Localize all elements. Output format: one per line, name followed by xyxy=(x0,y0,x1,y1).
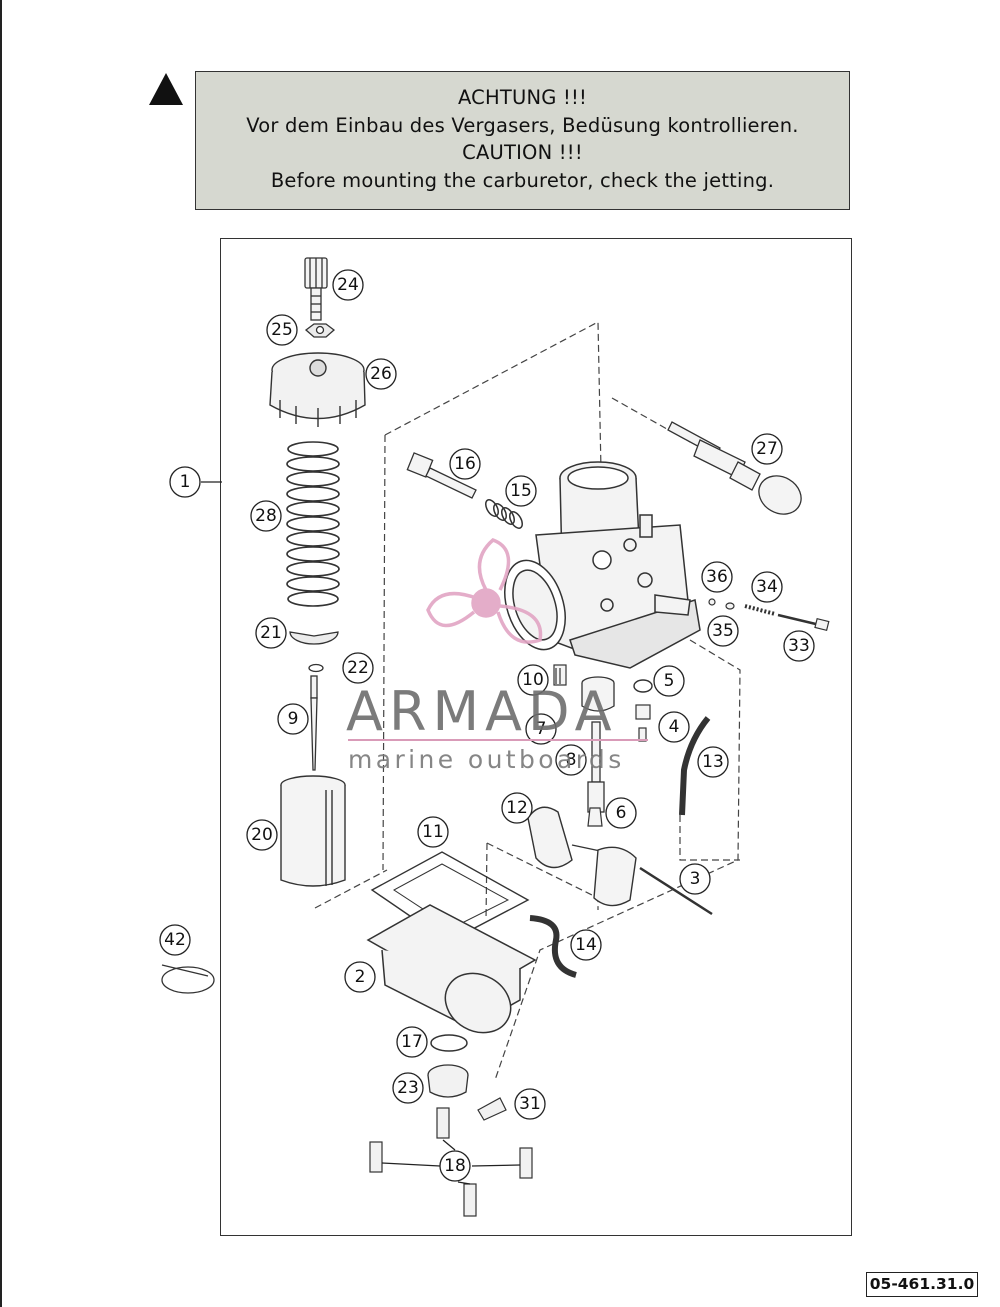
float-part xyxy=(527,806,637,907)
overflow-hose-part xyxy=(529,915,577,978)
callout-label: 1 xyxy=(180,472,191,492)
drain-plug-part xyxy=(427,1064,469,1098)
callout-label: 26 xyxy=(370,364,392,384)
reference-number: 05-461.31.0 xyxy=(866,1272,978,1297)
hose-bracket-part xyxy=(477,1097,507,1121)
jet-needle-part xyxy=(310,675,318,771)
warning-line-3: CAUTION !!! xyxy=(462,141,583,164)
callout-label: 8 xyxy=(566,750,577,770)
warning-line-4: Before mounting the carburetor, check th… xyxy=(270,168,775,192)
vent-hose-part xyxy=(679,716,711,816)
needle-jet-holder-part xyxy=(581,676,615,712)
callout-label: 21 xyxy=(260,623,282,643)
warning-box: ACHTUNG !!! Vor dem Einbau des Vergasers… xyxy=(195,71,850,210)
adjuster-screw-part xyxy=(304,257,328,321)
callout-label: 12 xyxy=(506,798,528,818)
throttle-spring-part xyxy=(286,441,340,607)
callout-label: 27 xyxy=(756,439,778,459)
warning-line-1: ACHTUNG !!! xyxy=(457,86,587,109)
callout-label: 23 xyxy=(397,1078,419,1098)
callout-label: 31 xyxy=(519,1094,541,1114)
warning-triangle-icon xyxy=(149,73,183,105)
callout-label: 6 xyxy=(616,803,627,823)
callout-label: 22 xyxy=(347,658,369,678)
main-jet-part xyxy=(587,807,603,827)
callout-label: 2 xyxy=(355,967,366,987)
callout-label: 25 xyxy=(271,320,293,340)
watermark-title: ARMADA xyxy=(346,680,618,743)
screw-leader-lines xyxy=(381,1139,521,1185)
page-edge-rule xyxy=(0,0,2,1307)
callout-label: 9 xyxy=(288,709,299,729)
callout-label: 20 xyxy=(251,825,273,845)
callout-label: 17 xyxy=(401,1032,423,1052)
needle-jet-part xyxy=(587,721,605,813)
choke-plunger-part xyxy=(667,421,802,515)
callout-label: 15 xyxy=(510,481,532,501)
float-bowl-part xyxy=(366,904,537,1034)
lock-nut-part xyxy=(304,323,336,338)
o-ring-part xyxy=(633,679,653,693)
callout-label: 3 xyxy=(690,869,701,889)
callout-label: 7 xyxy=(536,719,547,739)
callout-label: 4 xyxy=(669,717,680,737)
warning-line-2: Vor dem Einbau des Vergasers, Bedüsung k… xyxy=(246,113,799,137)
armada-logo-mark xyxy=(426,537,543,644)
callout-label: 35 xyxy=(712,621,734,641)
callout-label: 16 xyxy=(454,454,476,474)
bowl-screws-part xyxy=(369,1107,533,1217)
callout-label: 11 xyxy=(422,822,444,842)
top-cap-part xyxy=(269,352,366,427)
callout-label: 5 xyxy=(664,671,675,691)
callout-label: 34 xyxy=(756,577,778,597)
callout-label: 14 xyxy=(575,935,597,955)
callout-labels: 1 2 3 4 5 6 7 8 9 10 11 12 13 14 15 16 1… xyxy=(164,275,810,1176)
callout-bubbles xyxy=(159,269,815,1182)
float-valve-part xyxy=(635,704,651,742)
callout-label: 10 xyxy=(522,670,544,690)
callout-label: 13 xyxy=(702,752,724,772)
watermark-subtitle: marine outboards xyxy=(348,745,625,774)
throttle-slide-part xyxy=(280,775,346,887)
callout-label: 42 xyxy=(164,930,186,950)
float-pin-part xyxy=(639,866,713,916)
callout-label: 33 xyxy=(788,636,810,656)
callout-label: 18 xyxy=(444,1156,466,1176)
carburetor-body-part xyxy=(504,461,701,669)
drain-plug-o-ring-part xyxy=(430,1034,468,1052)
idle-screw-spring-part xyxy=(485,499,523,529)
air-screw-assembly-part xyxy=(708,598,830,632)
needle-clip-part xyxy=(308,663,324,673)
idle-screw-part xyxy=(406,452,477,499)
pilot-jet-part xyxy=(553,664,567,686)
needle-clip-plate-part xyxy=(289,631,339,645)
cable-tie-part xyxy=(161,964,215,994)
watermark-divider xyxy=(348,739,648,741)
callout-label: 28 xyxy=(255,506,277,526)
callout-label: 24 xyxy=(337,275,359,295)
diagram-frame xyxy=(220,238,852,1236)
callout-label: 36 xyxy=(706,567,728,587)
